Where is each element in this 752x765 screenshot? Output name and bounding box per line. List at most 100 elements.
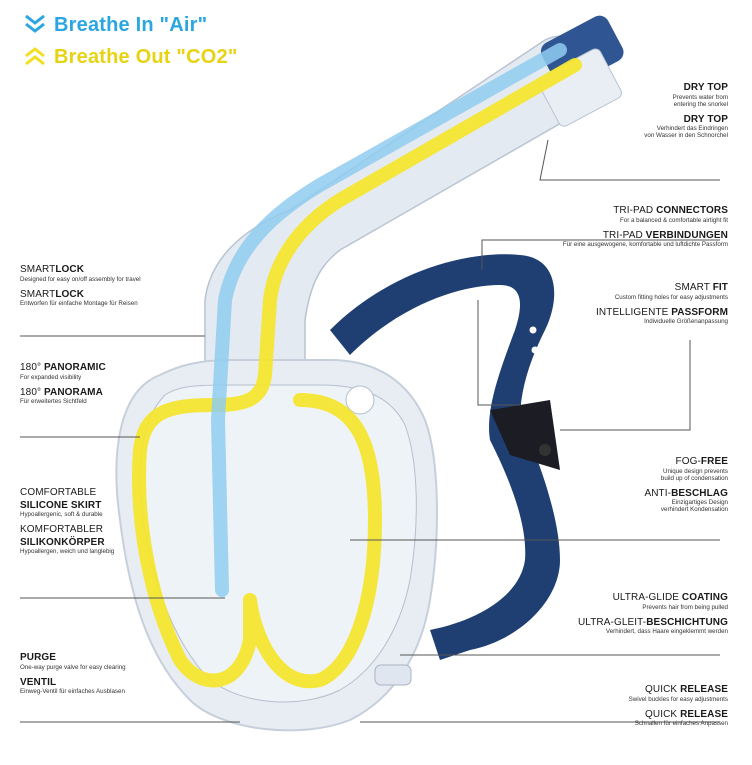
legend-breathe-in: Breathe In "Air" xyxy=(24,14,207,37)
label-block: COMFORTABLE xyxy=(20,487,200,499)
label-title: DRY TOP xyxy=(528,82,728,94)
airflow-in-air xyxy=(211,43,567,597)
label-title-prefix: 180° xyxy=(20,386,44,398)
label-title-bold: FIT xyxy=(712,282,728,293)
label-title-prefix: SMART xyxy=(20,288,56,300)
label-title-bold: PANORAMA xyxy=(43,386,103,398)
label-title-bold: PASSFORM xyxy=(671,306,728,318)
snorkel-tube xyxy=(204,15,624,381)
label-title-prefix: QUICK xyxy=(645,708,681,720)
label-title: TRI-PAD CONNECTORS xyxy=(428,205,728,217)
label-subtext: Designed for easy on/off assembly for tr… xyxy=(20,275,141,283)
label-title: QUICK RELEASE xyxy=(508,684,728,696)
label-title: SMARTLOCK xyxy=(20,264,220,276)
label-title: ANTI-BESCHLAG xyxy=(528,488,728,500)
legend-out-text: Breathe Out "CO2" xyxy=(54,46,238,68)
label-title: 180° PANORAMIC xyxy=(20,362,180,374)
label-title-bold: BESCHICHTUNG xyxy=(646,616,728,628)
label-title: FOG-FREE xyxy=(528,456,728,468)
label-title-prefix: SMART xyxy=(20,264,56,275)
label-title-bold: RELEASE xyxy=(680,708,728,720)
leader-lines xyxy=(20,139,720,723)
label-subtext: For a balanced & comfortable airtight fi… xyxy=(620,216,728,224)
label-subtext: Entworfen für einfache Montage für Reise… xyxy=(20,300,138,308)
label-title-bold: LOCK xyxy=(55,288,85,300)
label-title-bold: VENTIL xyxy=(20,676,57,688)
label-subtext: Einzigartiges Design xyxy=(671,499,728,507)
label-subtext: Verhindert, dass Haare eingeklemmt werde… xyxy=(605,628,728,636)
label-title-prefix: QUICK xyxy=(645,684,681,695)
label-title-prefix: KOMFORTABLER xyxy=(20,524,104,536)
label-subtext: Einweg-Ventil für einfaches Ausblasen xyxy=(20,688,125,696)
label-title: SMART FIT xyxy=(488,282,728,294)
label-title-bold: SILIKONKÖRPER xyxy=(20,536,105,548)
label-title-bold: RELEASE xyxy=(680,684,728,695)
label-title: QUICK RELEASE xyxy=(508,709,728,721)
label-subtext: Individuelle Größenanpassung xyxy=(644,318,728,326)
label-subtext: Für erweitertes Sichtfeld xyxy=(20,398,87,406)
label-title: DRY TOP xyxy=(528,114,728,126)
label-title-prefix: SMART xyxy=(674,282,713,293)
label-title: ULTRA-GLEIT-BESCHICHTUNG xyxy=(468,617,728,629)
label-title-prefix: ULTRA-GLIDE xyxy=(612,592,682,603)
label-subtext: Schnallen für einfaches Anpassen xyxy=(634,720,728,728)
label-title: TRI-PAD VERBINDUNGEN xyxy=(428,230,728,242)
label-block: KOMFORTABLER xyxy=(20,524,200,536)
label-title-prefix: ANTI- xyxy=(644,487,672,499)
label-subtext: Prevents hair from being pulled xyxy=(642,603,728,611)
chevron-double-down-icon xyxy=(25,15,45,33)
label-title: KOMFORTABLER xyxy=(20,524,200,536)
head-strap xyxy=(330,254,560,661)
label-title: 180° PANORAMA xyxy=(20,387,180,399)
label-title-bold: COATING xyxy=(681,592,728,603)
airflow-out-co2 xyxy=(132,58,582,689)
legend-in-text: Breathe In "Air" xyxy=(54,14,208,36)
chevron-double-up-icon xyxy=(25,47,45,65)
label-title: ULTRA-GLIDE COATING xyxy=(468,592,728,604)
label-title: INTELLIGENTE PASSFORM xyxy=(488,307,728,319)
label-title-prefix: TRI-PAD xyxy=(602,229,646,241)
label-subtext: von Wasser in den Schnorchel xyxy=(644,132,728,140)
label-title-bold: FREE xyxy=(700,456,728,467)
label-title-prefix: TRI-PAD xyxy=(613,205,657,216)
label-title-bold: PANORAMIC xyxy=(43,362,106,373)
label-subtext: For expanded visibility xyxy=(20,373,82,381)
label-title-prefix: COMFORTABLE xyxy=(20,487,97,498)
label-title: SILIKONKÖRPER xyxy=(20,537,200,549)
label-subtext: build up of condensation xyxy=(660,474,728,482)
label-subtext: Custom fitting holes for easy adjustment… xyxy=(614,293,728,301)
label-title-prefix: FOG- xyxy=(675,456,701,467)
label-subtext: Hypoallergen, weich und langlebig xyxy=(20,548,115,556)
label-subtext: Für eine ausgewogene, komfortable und lu… xyxy=(562,241,728,249)
label-title-bold: CONNECTORS xyxy=(656,205,728,216)
label-title-bold: BESCHLAG xyxy=(671,487,728,499)
